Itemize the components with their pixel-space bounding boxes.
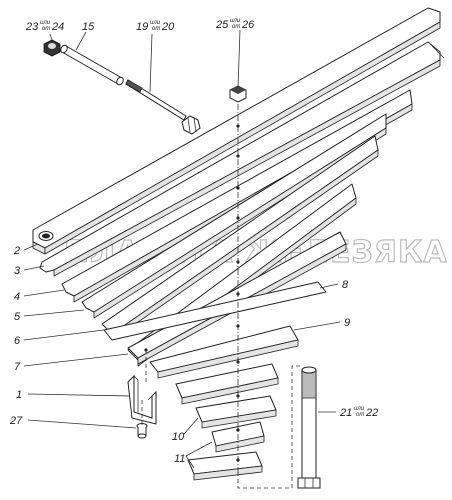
svg-text:20: 20 [161, 21, 175, 33]
callout-8: 8 [342, 279, 349, 291]
callout-5: 5 [14, 311, 21, 323]
center-bolt-21-22 [297, 366, 321, 489]
callout-2: 2 [13, 245, 20, 257]
callout-3: 3 [14, 265, 21, 277]
bushing-15 [60, 44, 124, 86]
svg-text:от: от [232, 24, 240, 30]
master-leaf [32, 7, 441, 255]
svg-text:от: от [42, 26, 50, 32]
callout-25-26: 25 или от 26 [215, 18, 255, 31]
svg-text:или: или [230, 18, 241, 24]
spring-leaf-2 [39, 41, 445, 277]
svg-text:22: 22 [365, 407, 378, 419]
callout-27: 27 [9, 415, 23, 427]
svg-text:21: 21 [339, 407, 352, 419]
callout-15: 15 [82, 21, 95, 33]
svg-text:или: или [40, 20, 51, 26]
svg-text:24: 24 [51, 21, 64, 33]
nut-23-24 [43, 39, 61, 57]
callout-6: 6 [14, 335, 21, 347]
short-leaf-10a [175, 363, 279, 405]
clamp-1 [127, 374, 157, 425]
assembly-dashed-line [237, 365, 302, 489]
callout-11: 11 [174, 453, 185, 465]
callout-4: 4 [14, 291, 20, 303]
callout-23-24: 23 или от 24 [25, 20, 64, 33]
spring-leaf-4 [81, 113, 387, 319]
svg-text:26: 26 [241, 19, 255, 31]
callout-1: 1 [16, 389, 22, 401]
svg-text:25: 25 [215, 19, 229, 31]
bolt-19-20 [125, 79, 201, 135]
svg-text:от: от [356, 412, 364, 418]
svg-text:23: 23 [25, 21, 39, 33]
spring-leaf-8 [103, 281, 327, 341]
callout-21-22: 21 или от 22 [339, 406, 378, 419]
callout-9: 9 [344, 317, 350, 329]
callout-7: 7 [14, 361, 21, 373]
short-leaf-11b [187, 451, 263, 481]
svg-text:или: или [150, 20, 161, 26]
callout-10: 10 [172, 431, 185, 443]
svg-text:или: или [354, 406, 365, 412]
rivet-27 [136, 423, 148, 439]
svg-text:19: 19 [136, 21, 148, 33]
leader-lines [23, 29, 341, 469]
spring-leaf-9 [149, 325, 299, 379]
svg-text:от: от [152, 26, 160, 32]
short-leaf-10b [195, 395, 277, 429]
nut-25-26 [229, 85, 247, 103]
callout-19-20: 19 или от 20 [136, 20, 175, 33]
